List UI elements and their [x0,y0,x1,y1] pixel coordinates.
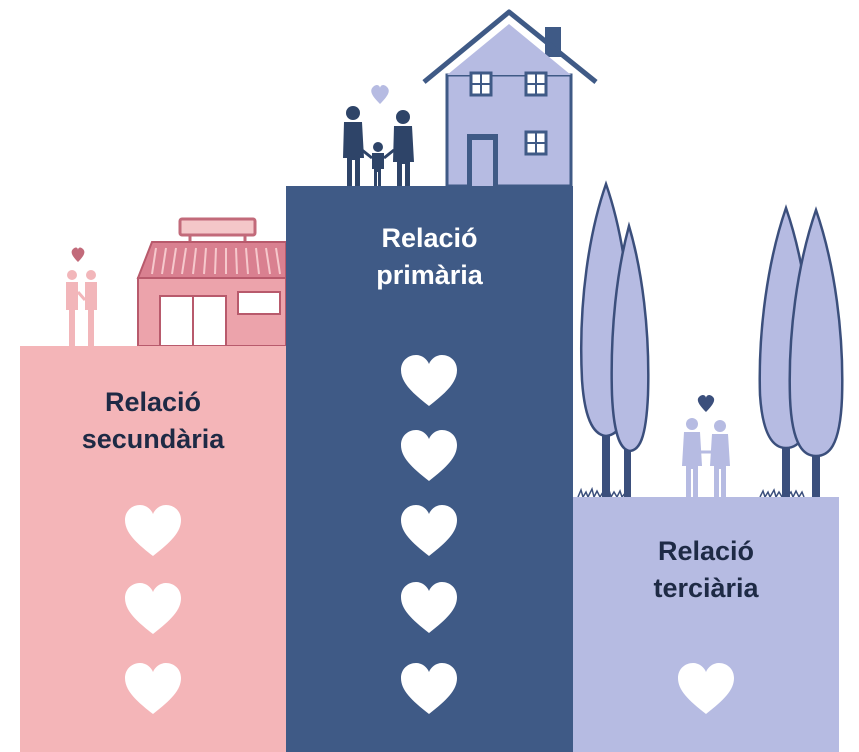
heart-icon [676,662,736,716]
relation-title: Relació terciària [573,533,839,607]
heart-icon [123,582,183,636]
relation-title-line1: Relació [657,536,755,566]
relation-title: Relació secundària [20,384,286,458]
family-silhouette [343,106,414,186]
relation-title-line1: Relació [104,387,202,417]
heart-icon [399,354,459,408]
couple-silhouette-secondary [66,270,97,346]
relation-pillar-secondary: Relació secundària [20,346,286,752]
relation-title-line2: primària [376,260,483,290]
relation-title: Relació primària [286,220,573,294]
cypress-tree-icon [579,180,650,498]
relation-title-line2: secundària [81,424,225,454]
elderly-couple-silhouette [682,418,730,497]
heart-icon [399,429,459,483]
shop-building-icon [136,217,287,347]
house-icon [422,9,598,188]
heart-icon [399,662,459,716]
heart-icon [371,85,389,104]
heart-icon [71,247,85,262]
relation-title-line1: Relació [381,223,478,253]
heart-icon [697,395,715,412]
cypress-tree-icon [758,204,844,498]
relation-title-line2: terciària [653,573,759,603]
heart-icon [123,662,183,716]
relation-pillar-tertiary: Relació terciària [573,497,839,752]
heart-icon [399,581,459,635]
heart-icon [123,504,183,558]
heart-icon [399,504,459,558]
relation-pillar-primary: Relació primària [286,186,573,752]
